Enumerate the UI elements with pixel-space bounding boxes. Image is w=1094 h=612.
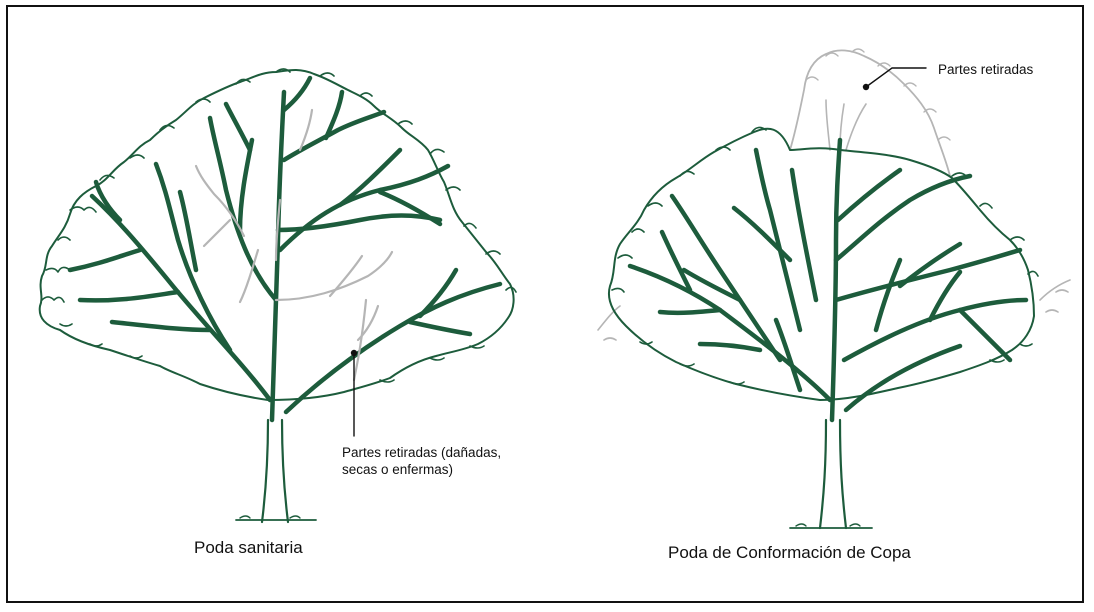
right-trunk xyxy=(818,418,848,530)
right-caption: Poda de Conformación de Copa xyxy=(668,543,911,562)
right-crown-outline xyxy=(608,127,1035,401)
left-tree xyxy=(38,68,517,524)
left-trunk xyxy=(260,418,290,524)
right-removed-top xyxy=(789,49,951,177)
right-callout-text: Partes retiradas xyxy=(938,62,1034,77)
left-callout-line2: secas o enfermas) xyxy=(342,462,454,477)
right-tree xyxy=(597,48,1071,530)
left-callout-text: Partes retiradas (dañadas, secas o enfer… xyxy=(342,444,501,478)
right-callout-line xyxy=(865,67,927,88)
left-callout-line1: Partes retiradas (dañadas, xyxy=(342,445,502,460)
left-caption: Poda sanitaria xyxy=(194,538,303,557)
